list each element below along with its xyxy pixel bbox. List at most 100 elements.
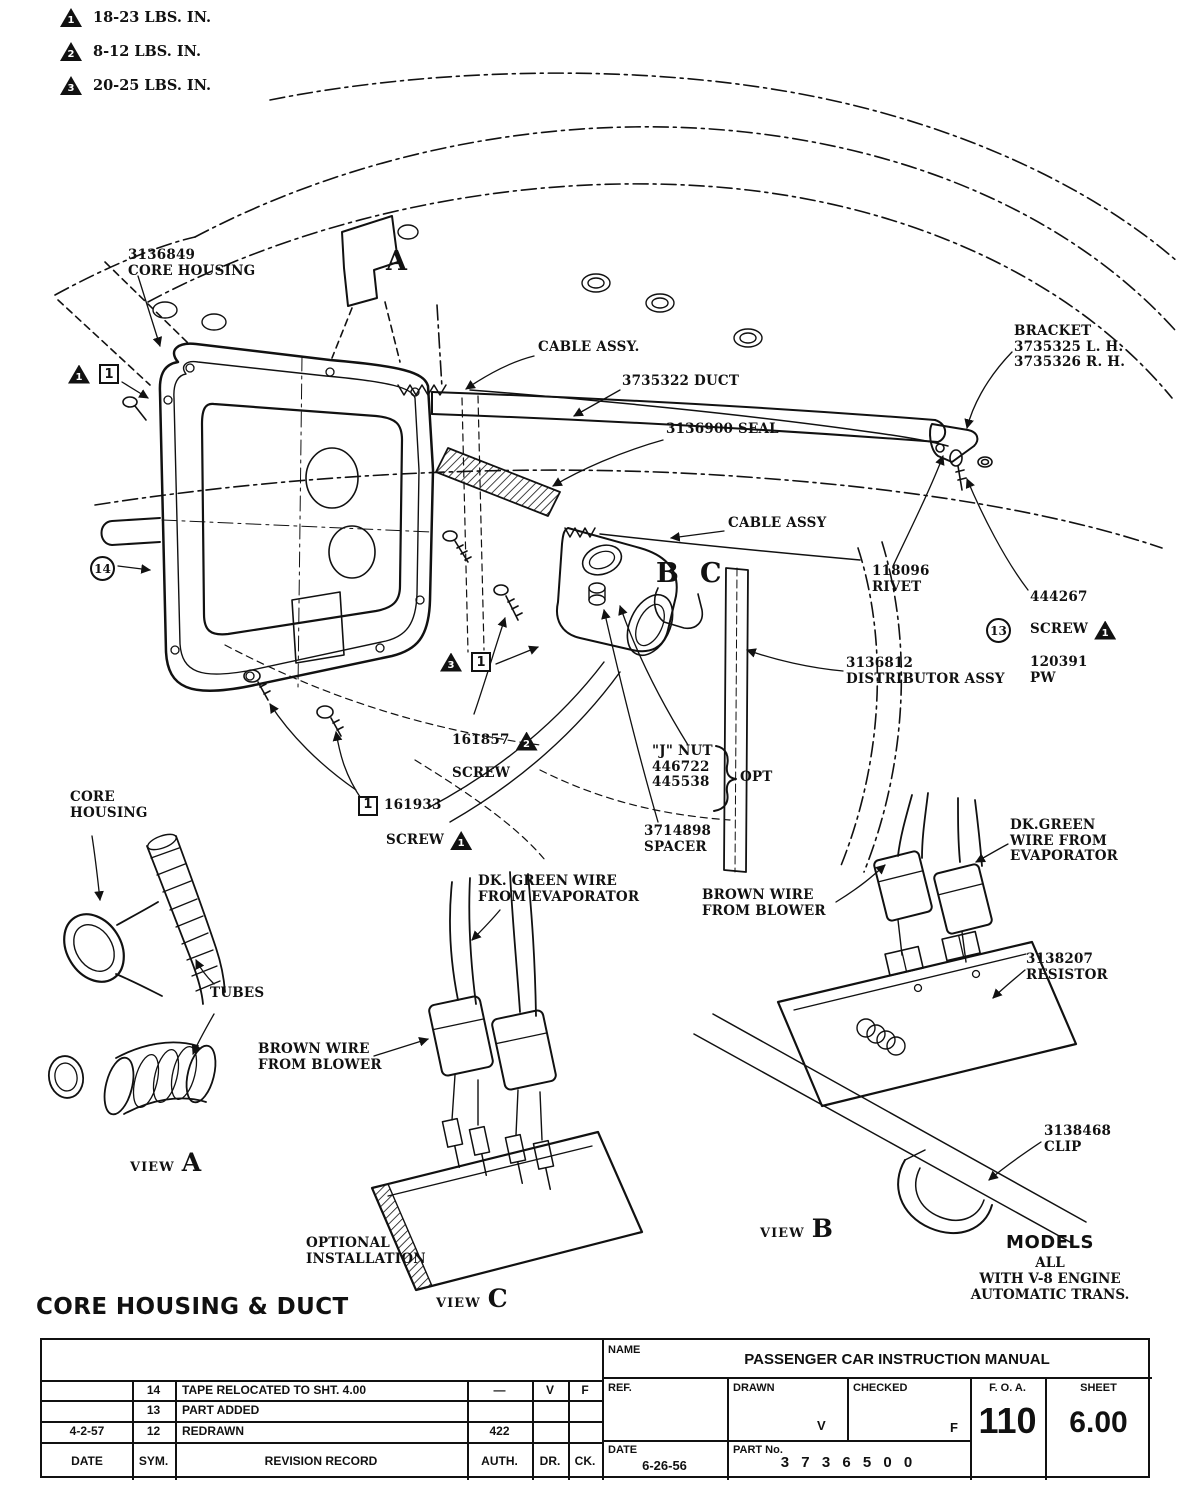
label-opt: OPT (740, 769, 773, 785)
divider (42, 1421, 604, 1423)
divider (1045, 1377, 1047, 1480)
triangle-number: 1 (457, 838, 465, 850)
part-number: 161933 (384, 796, 442, 813)
torque-text: 20-25 LBS. IN. (93, 77, 212, 94)
circle-number: 14 (94, 561, 111, 576)
triangle-number: 3 (67, 83, 75, 94)
drawn-value: V (817, 1418, 826, 1433)
warning-triangle-icon: 3 (440, 652, 462, 672)
foa-value: 110 (978, 1400, 1037, 1441)
divider (847, 1377, 849, 1440)
divider (132, 1380, 134, 1480)
divider (532, 1380, 534, 1480)
washer-part: 120391 PW (1030, 654, 1088, 686)
view-word: VIEW (130, 1160, 175, 1175)
rev-header-auth: AUTH. (481, 1454, 518, 1468)
checked-value: F (950, 1420, 958, 1435)
models-title: MODELS (1006, 1232, 1094, 1253)
label-va-core-housing: CORE HOUSING (70, 789, 148, 821)
view-c-caption: VIEW C (436, 1284, 508, 1313)
view-b-art (693, 792, 1087, 1243)
view-word: VIEW (760, 1226, 805, 1241)
name-label: NAME (608, 1344, 641, 1356)
rev-row-record: TAPE RELOCATED TO SHT. 4.00 (182, 1383, 367, 1397)
triangle-number: 1 (1101, 627, 1109, 639)
torque-text: 8-12 LBS. IN. (93, 43, 201, 60)
triangle-number: 2 (67, 49, 75, 60)
marker-c: C (700, 558, 722, 589)
part-number: 161857 (452, 732, 510, 749)
rev-header-sym: SYM. (138, 1454, 169, 1468)
label-seal: 3136900 SEAL (666, 421, 779, 437)
rev-row-sym: 13 (146, 1403, 161, 1417)
rev-row-sym: 12 (146, 1424, 161, 1438)
divider (175, 1380, 177, 1480)
view-word: VIEW (436, 1296, 481, 1311)
torque-note-3: 3 20-25 LBS. IN. (60, 76, 211, 95)
view-letter: B (811, 1214, 833, 1243)
callout-box-icon: 1 (99, 364, 119, 384)
rev-header-ck: CK. (574, 1454, 596, 1468)
label-core-housing: 3136849 CORE HOUSING (128, 247, 256, 279)
leader-lines-art (117, 275, 1029, 823)
view-letter: A (181, 1148, 202, 1177)
triangle-number: 3 (447, 659, 455, 671)
rev-row-record: REDRAWN (182, 1424, 244, 1438)
torque-text: 18-23 LBS. IN. (93, 9, 212, 26)
warning-triangle-icon: 2 (515, 731, 538, 751)
label-cable-assy-mid: CABLE ASSY (728, 515, 827, 531)
divider (602, 1377, 1152, 1379)
ref-label: REF. (608, 1382, 632, 1394)
label-spacer: 3714898 SPACER (644, 823, 712, 855)
checked-label: CHECKED (853, 1382, 908, 1394)
view-a-art (47, 833, 226, 1116)
warning-triangle-icon: 2 (60, 42, 82, 61)
rev-row-auth: — (493, 1383, 506, 1397)
view-letter: C (487, 1284, 508, 1313)
warning-triangle-icon: 1 (450, 831, 473, 851)
sheet-label: SHEET (1080, 1382, 1117, 1394)
sheet-value: 6.00 (1069, 1406, 1128, 1439)
rev-row-auth: 422 (489, 1424, 510, 1438)
divider (568, 1380, 570, 1480)
torque-note-2: 2 8-12 LBS. IN. (60, 42, 201, 61)
label-rivet: 118096 RIVET (872, 563, 930, 595)
torque-note-1: 1 18-23 LBS. IN. (60, 8, 211, 27)
part-no-label: PART No. (733, 1444, 783, 1456)
part-no-value: 3 7 3 6 5 0 0 (780, 1454, 917, 1471)
part-name: SCREW (1030, 621, 1089, 638)
label-vb-brown-wire: BROWN WIRE FROM BLOWER (702, 887, 826, 919)
callout-circle-13: 13 (986, 618, 1011, 643)
duct-art (397, 384, 979, 561)
rev-row-sym: 14 (146, 1383, 161, 1397)
callout-box-icon: 1 (471, 652, 491, 672)
core-housing-art (100, 215, 435, 693)
divider (727, 1377, 729, 1480)
flag-torque-3: 3 1 (440, 652, 491, 672)
distributor-art (427, 527, 749, 873)
triangle-number: 2 (522, 738, 531, 750)
warning-triangle-icon: 3 (60, 76, 82, 95)
drawn-label: DRAWN (733, 1382, 775, 1394)
divider (42, 1442, 604, 1444)
fasteners-art (122, 396, 993, 737)
label-va-tubes: TUBES (210, 985, 265, 1001)
rev-header-date: DATE (71, 1454, 103, 1468)
marker-b: B (656, 558, 679, 589)
warning-triangle-icon: 1 (68, 364, 90, 384)
date-value: 6-26-56 (642, 1458, 687, 1473)
part-number: 444267 (1030, 588, 1088, 605)
divider (602, 1440, 972, 1442)
rev-row-record: PART ADDED (182, 1403, 260, 1417)
rev-row-dr: V (545, 1383, 554, 1397)
models-lines: ALL WITH V-8 ENGINE AUTOMATIC TRANS. (970, 1255, 1130, 1303)
date-label: DATE (608, 1444, 638, 1456)
divider (602, 1340, 604, 1480)
label-bracket: BRACKET 3735325 L. H. 3735326 R. H. (1014, 323, 1126, 371)
triangle-number: 1 (75, 371, 83, 383)
rev-header-dr: DR. (539, 1454, 561, 1468)
rev-row-date: 4-2-57 (69, 1424, 105, 1438)
label-vb-dk-green-wire: DK.GREEN WIRE FROM EVAPORATOR (1010, 817, 1119, 865)
label-screw-444267: 444267 SCREW 1 120391 PW (1030, 574, 1117, 702)
